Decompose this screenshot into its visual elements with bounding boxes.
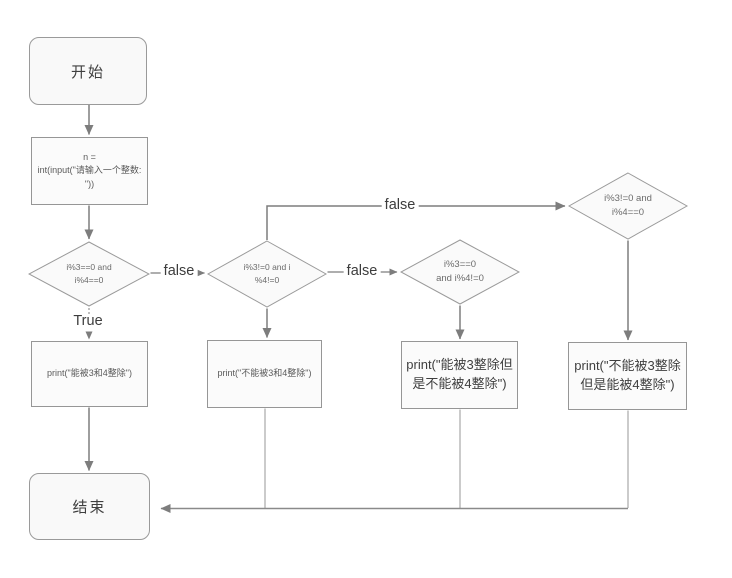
decision-3-not-4: i%3==0 and i%4!=0 bbox=[400, 239, 520, 305]
print-3-not-4-node: print("能被3整除但 是不能被4整除") bbox=[401, 341, 518, 409]
start-node: 开始 bbox=[29, 37, 147, 105]
input-node: n = int(input("请输入一个整数: ")) bbox=[31, 137, 148, 205]
edge-label-true: True bbox=[70, 313, 106, 330]
decision-div-neither: i%3!=0 and i %4!=0 bbox=[207, 240, 327, 308]
decision-3-not-4-label: i%3==0 and i%4!=0 bbox=[436, 258, 484, 284]
edge-decision2-top-false-to-decision4 bbox=[266, 201, 566, 240]
decision-div-both: i%3==0 and i%4==0 bbox=[28, 241, 150, 307]
edge-label-false-2: false bbox=[343, 263, 381, 280]
decision-not-3-4-label: i%3!=0 and i%4==0 bbox=[604, 192, 652, 218]
decision-shape bbox=[207, 240, 327, 308]
decision-not-3-4: i%3!=0 and i%4==0 bbox=[568, 172, 688, 240]
edge-label-false-1: false bbox=[160, 263, 198, 280]
decision-shape bbox=[568, 172, 688, 240]
decision-shape bbox=[28, 241, 150, 307]
decision-div-both-label: i%3==0 and i%4==0 bbox=[66, 262, 112, 285]
decision-shape bbox=[400, 239, 520, 305]
end-node: 结束 bbox=[29, 473, 150, 540]
decision-div-neither-label: i%3!=0 and i %4!=0 bbox=[243, 262, 291, 285]
print-neither-node: print("不能被3和4整除") bbox=[207, 340, 322, 408]
print-both-node: print("能被3和4整除") bbox=[31, 341, 148, 407]
print-not-3-4-node: print("不能被3整除 但是能被4整除") bbox=[568, 342, 687, 410]
edge-label-false-3: false bbox=[381, 197, 419, 214]
